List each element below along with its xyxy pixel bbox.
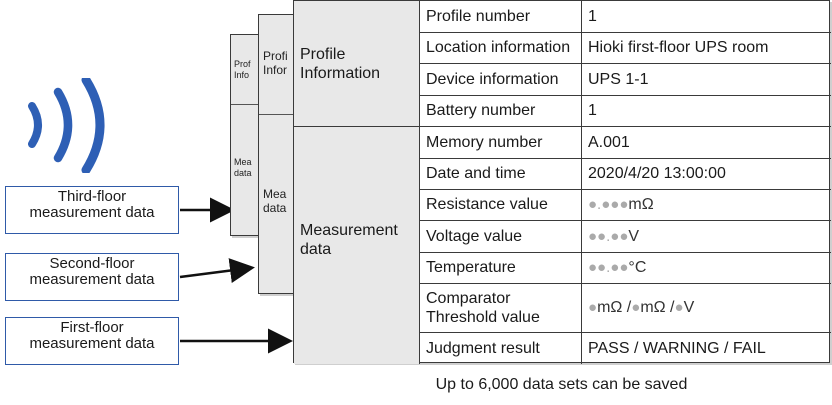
value-judgment-result: PASS / WARNING / FAIL (588, 339, 766, 357)
profile-information-group: Profile Information (294, 1, 420, 127)
unit-text: °C (628, 259, 647, 276)
placeholder-dot: ● (631, 299, 641, 316)
value-date-and-time: 2020/4/20 13:00:00 (582, 159, 831, 190)
label-judgment-result: Judgment result (420, 333, 582, 364)
unit-text: V (628, 227, 640, 245)
label-device-information: Device information (420, 64, 582, 96)
label-temperature: Temperature (420, 253, 582, 284)
label-comparator-threshold-value: Comparator Threshold value (420, 284, 582, 333)
caption: Up to 6,000 data sets can be saved (435, 376, 688, 393)
placeholder-dot: ● (674, 299, 684, 316)
placeholder-dots: ●●.●● (588, 227, 629, 245)
sheet-measurement-label: Mea data (259, 115, 295, 293)
sheet-measurement-label: Mea data (231, 105, 261, 235)
value-temperature: ●●.●●°C (582, 253, 831, 284)
second-floor-label: Second-floor measurement data (5, 253, 179, 301)
label-profile-number: Profile number (420, 1, 582, 33)
value-voltage-value: ●●.●● V (582, 221, 831, 253)
measurement-data-group: Measurement data (294, 127, 420, 364)
label-memory-number: Memory number (420, 127, 582, 159)
first-floor-data-table: Profile Information Measurement data Pro… (293, 0, 831, 364)
label-voltage-value: Voltage value (420, 221, 582, 253)
value-memory-number: A.001 (582, 127, 831, 159)
placeholder-dots: ●.●●● (588, 196, 629, 213)
value-profile-number: 1 (582, 1, 831, 33)
value-comparator-threshold: ● mΩ / ● mΩ / ● V (582, 284, 831, 333)
label-resistance-value: Resistance value (420, 190, 582, 221)
unit-text: V (683, 299, 695, 316)
unit-text: mΩ (628, 196, 654, 213)
wireless-signal-icon (28, 78, 105, 173)
label-battery-number: Battery number (420, 96, 582, 127)
sheet-profile-label: Profi Infor (259, 15, 295, 115)
value-location-information: Hioki first-floor UPS room (582, 33, 831, 64)
placeholder-dot: ● (588, 299, 598, 316)
arrow-second-floor (179, 258, 255, 283)
label-date-and-time: Date and time (420, 159, 582, 190)
sheet-profile-label: Prof Info (231, 35, 261, 105)
label-location-information: Location information (420, 33, 582, 64)
placeholder-dots: ●●.●● (588, 259, 629, 276)
unit-text: mΩ / (640, 299, 675, 316)
first-floor-label: First-floor measurement data (5, 317, 179, 365)
value-device-information: UPS 1-1 (582, 64, 831, 96)
third-floor-label: Third-floor measurement data (5, 186, 179, 234)
value-battery-number: 1 (582, 96, 831, 127)
unit-text: mΩ / (597, 299, 632, 316)
value-resistance-value: ●.●●● mΩ (582, 190, 831, 221)
